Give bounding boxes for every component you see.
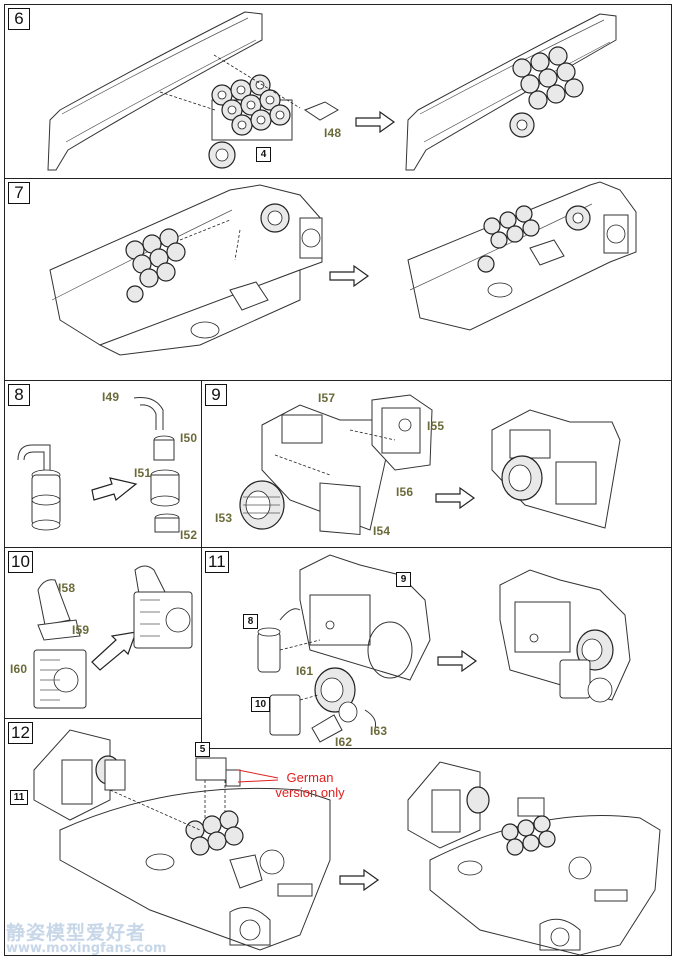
- step-12-arrow: [339, 868, 380, 892]
- german-version-note: German version only: [262, 770, 358, 800]
- step-7-arrow: [329, 264, 370, 288]
- part-label-i62: I62: [335, 735, 353, 749]
- watermark-url: www.moxingfans.com: [6, 941, 167, 956]
- part-label-i53: I53: [215, 511, 233, 525]
- part-label-i58: I58: [58, 581, 76, 595]
- part-label-i61: I61: [296, 664, 314, 678]
- step-9-number: 9: [205, 384, 227, 406]
- step-8-assembly: [17, 397, 180, 533]
- part-label-i59: I59: [72, 623, 90, 637]
- step-6-arrow: [355, 110, 396, 134]
- part-label-i51: I51: [134, 466, 152, 480]
- step-11-result: [499, 569, 631, 703]
- part-label-i52: I52: [180, 528, 198, 542]
- step-9-assembly: [239, 394, 433, 536]
- ref-step-8: 8: [243, 614, 258, 629]
- part-label-i60: I60: [10, 662, 28, 676]
- ref-step-5: 5: [195, 742, 210, 757]
- step-9-arrow: [435, 486, 476, 510]
- step-9-result: [491, 409, 621, 529]
- step-12-left-assembly: [33, 729, 331, 951]
- part-label-i56: I56: [396, 485, 414, 499]
- step-7-right-assembly: [407, 181, 637, 331]
- step-11-number: 11: [205, 551, 229, 573]
- step-6-left-assembly: [47, 11, 339, 171]
- step-12-number: 12: [8, 722, 33, 744]
- part-label-i49: I49: [102, 390, 120, 404]
- step-12-right-assembly: [407, 761, 661, 956]
- step-8-number: 8: [8, 384, 30, 406]
- step-6-right-assembly: [405, 13, 617, 171]
- step-10-number: 10: [8, 551, 33, 573]
- step-7-number: 7: [8, 182, 30, 204]
- part-label-i48: I48: [324, 126, 342, 140]
- step-7-left-assembly: [49, 184, 323, 356]
- part-label-i57: I57: [318, 391, 336, 405]
- step-6-number: 6: [8, 8, 30, 30]
- part-label-i63: I63: [370, 724, 388, 738]
- ref-step-10: 10: [251, 697, 270, 712]
- step-10-assembly: [33, 565, 193, 709]
- ref-step-4: 4: [256, 147, 271, 162]
- part-label-i50: I50: [180, 431, 198, 445]
- part-label-i55: I55: [427, 419, 445, 433]
- ref-step-9: 9: [396, 572, 411, 587]
- step-11-frame: [201, 547, 672, 749]
- watermark-title: 静姿模型爱好者: [6, 922, 147, 944]
- note-line-2: version only: [275, 785, 345, 800]
- step-12-frame: [4, 718, 672, 956]
- part-label-i54: I54: [373, 524, 391, 538]
- note-line-1: German: [286, 770, 334, 785]
- step-11-arrow: [437, 649, 478, 673]
- ref-step-11: 11: [10, 790, 28, 805]
